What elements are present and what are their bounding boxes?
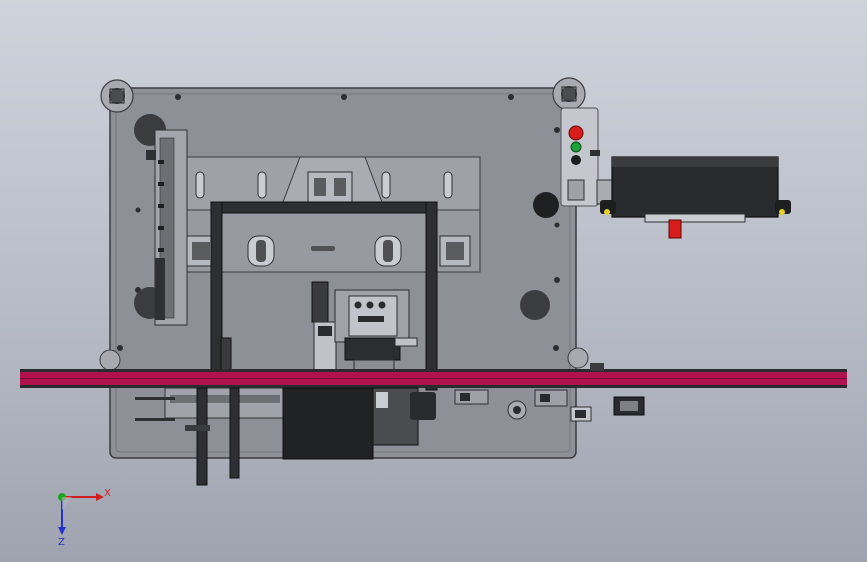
control-knob[interactable] [571,155,581,165]
x-axis-label: X [104,488,111,499]
profile-connector-top [307,171,353,203]
sensor-array [454,389,645,422]
side-feeder-unit [596,156,791,239]
caster-wheel-top-right [552,77,586,111]
caster-wheel-bottom-left [99,349,121,371]
caster-wheels [99,77,589,371]
gantry-frame [210,201,438,391]
lower-mechanism [135,387,436,486]
caster-wheel-top-left [100,79,134,113]
profile-connector-right [439,235,471,267]
upper-bracket-plate [184,156,481,211]
emergency-stop-button[interactable] [568,125,584,141]
z-axis-label: Z [58,537,65,548]
start-button[interactable] [570,141,582,153]
conveyor-belt [20,363,847,388]
left-vertical-rail [146,129,188,326]
control-box [560,107,600,207]
orientation-triad: X Z [58,488,111,548]
caster-wheel-bottom-right [567,347,589,369]
